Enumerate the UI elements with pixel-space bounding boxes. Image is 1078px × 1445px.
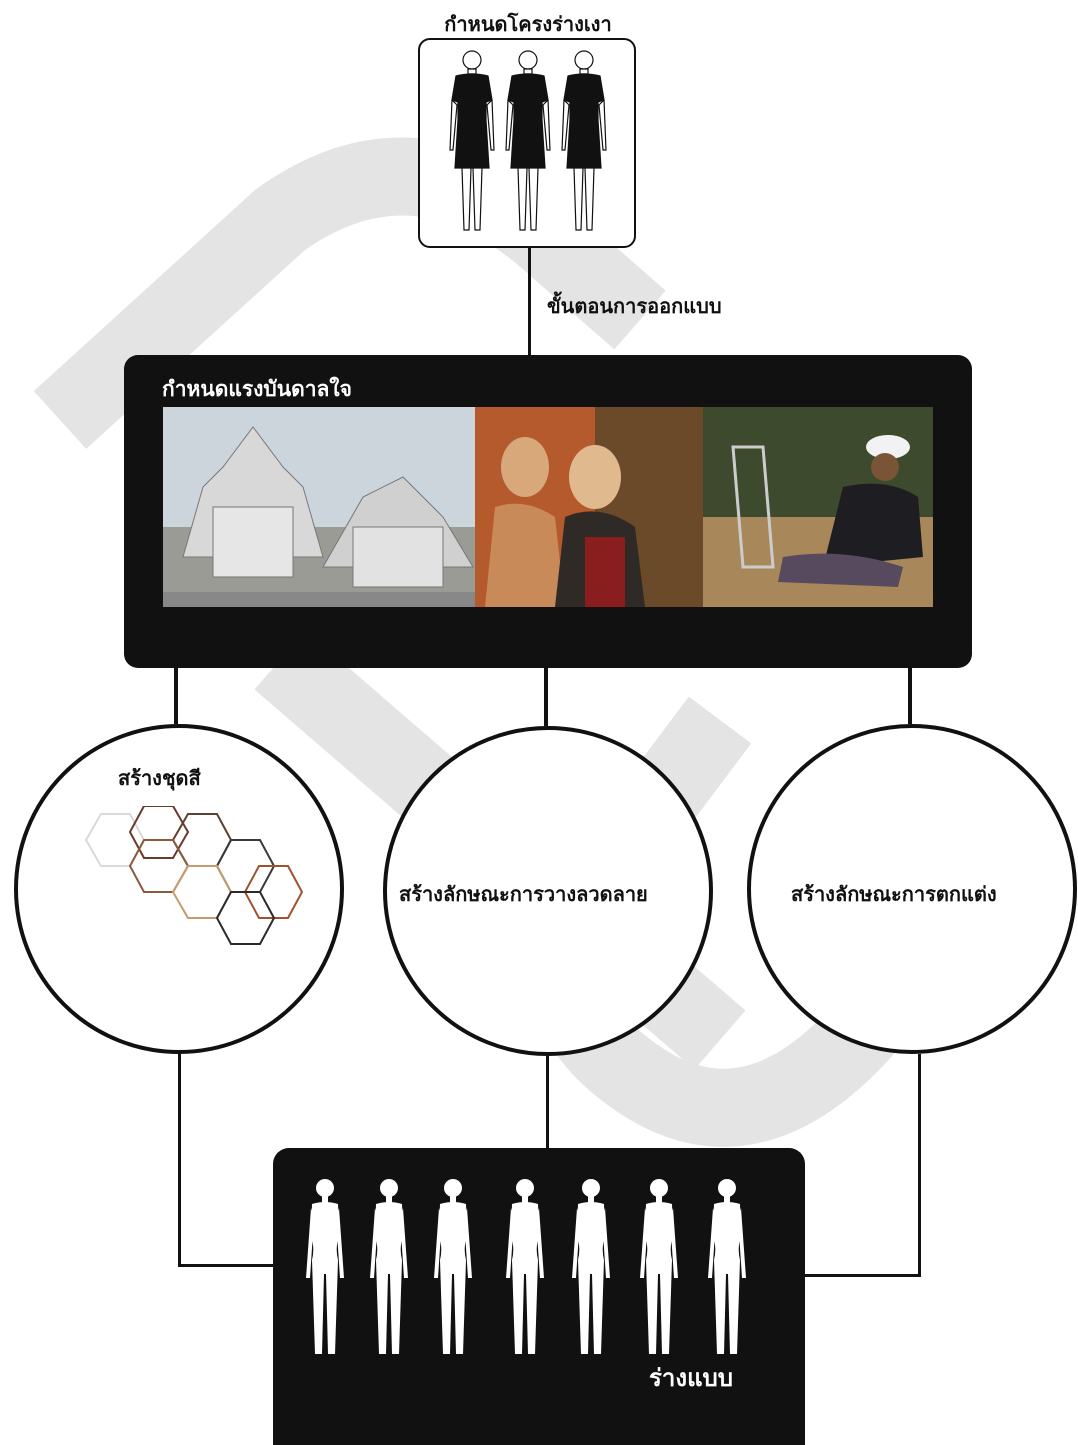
- dress-figure: [561, 50, 607, 231]
- draft-design-label: ร่างแบบ: [649, 1364, 734, 1392]
- connector-left: [174, 666, 178, 724]
- connector-middle: [544, 666, 548, 726]
- silhouette-title: กำหนดโครงร่างเงา: [444, 12, 612, 36]
- connector-right-down: [918, 1054, 921, 1276]
- connector-right: [908, 666, 912, 724]
- body-figure: [572, 1179, 610, 1354]
- design-process-label: ขั้นตอนการออกแบบ: [547, 294, 722, 318]
- body-figure: [506, 1179, 544, 1354]
- dress-figure: [449, 50, 495, 231]
- connector-right-across: [805, 1274, 921, 1277]
- pattern-layout-label: สร้างลักษณะการวางลวดลาย: [399, 882, 648, 906]
- temple-photo: [163, 407, 475, 607]
- inspiration-panel: กำหนดแรงบันดาลใจ: [124, 355, 972, 668]
- connector-left-across: [178, 1264, 274, 1267]
- body-figure: [708, 1179, 746, 1354]
- silhouette-box: [418, 38, 636, 248]
- pattern-layout-circle: สร้างลักษณะการวางลวดลาย: [383, 726, 713, 1056]
- hexagon-palette: [84, 806, 304, 945]
- hexagon: [215, 891, 276, 945]
- connector-top: [528, 248, 531, 356]
- decoration-label: สร้างลักษณะการตกแต่ง: [791, 882, 997, 906]
- inspiration-title: กำหนดแรงบันดาลใจ: [162, 377, 352, 401]
- hexagon: [243, 865, 304, 919]
- draft-design-panel: ร่างแบบ: [273, 1148, 805, 1445]
- body-silhouettes: [306, 1179, 746, 1354]
- body-figure: [434, 1179, 472, 1354]
- hexagon: [128, 806, 190, 859]
- body-figure: [306, 1179, 344, 1354]
- connector-left-down: [178, 1054, 181, 1266]
- body-figure: [640, 1179, 678, 1354]
- color-set-circle: สร้างชุดสี: [14, 724, 344, 1054]
- body-figure: [370, 1179, 408, 1354]
- dress-silhouettes: [449, 50, 607, 231]
- mural-painting-photo: [475, 407, 703, 607]
- weaver-photo: [703, 407, 933, 607]
- connector-middle-down: [546, 1056, 549, 1150]
- dress-figure: [505, 50, 551, 231]
- decoration-circle: สร้างลักษณะการตกแต่ง: [747, 724, 1077, 1054]
- color-set-label: สร้างชุดสี: [118, 766, 201, 790]
